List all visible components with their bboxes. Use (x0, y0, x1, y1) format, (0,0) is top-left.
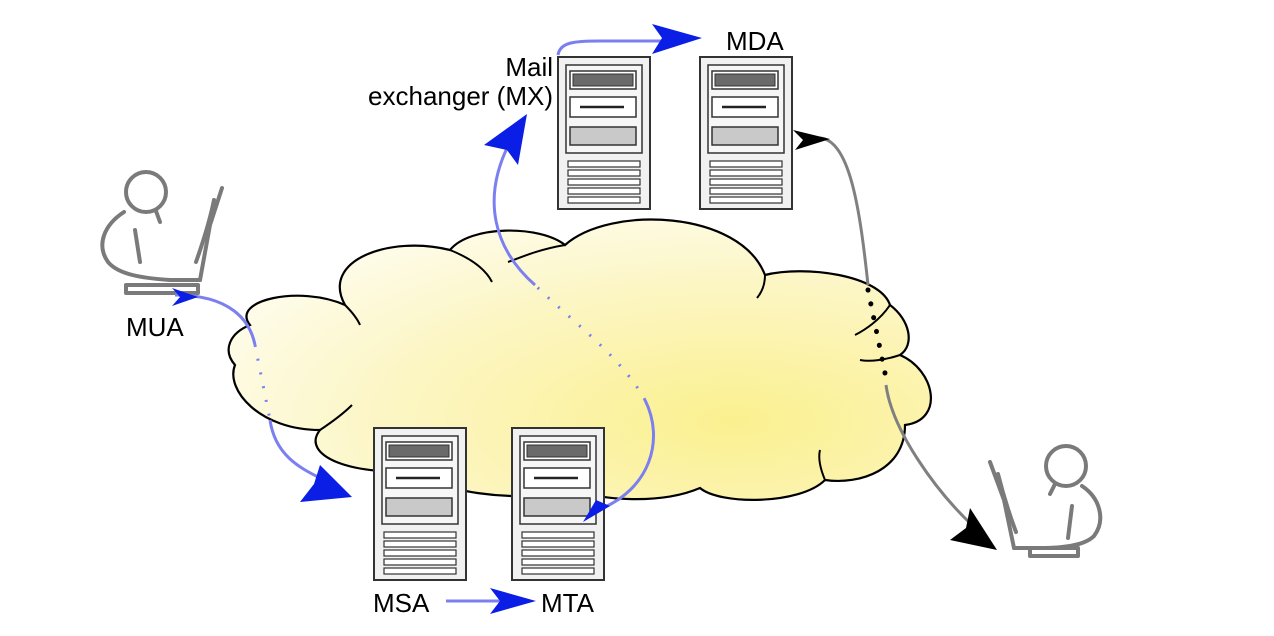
flow-msa-to-mta (446, 588, 536, 614)
server-msa-icon (372, 426, 468, 582)
label-mda: MDA (726, 26, 784, 56)
label-mta: MTA (541, 588, 595, 618)
label-msa: MSA (373, 588, 430, 618)
sender-user-icon (100, 170, 224, 295)
flow-mx-to-mda (556, 24, 702, 56)
flow-mua-to-msa (172, 288, 352, 502)
label-mua: MUA (126, 312, 184, 342)
label-mx-line2: exchanger (MX) (368, 81, 553, 111)
server-mx-icon (556, 55, 652, 211)
server-mda-icon (698, 55, 794, 211)
flow-mda-to-recipient (793, 130, 997, 550)
label-mx-line1: Mail (505, 52, 553, 82)
recipient-user-icon (988, 444, 1103, 558)
server-mta-icon (510, 426, 606, 582)
flow-mta-to-mx (484, 114, 655, 522)
